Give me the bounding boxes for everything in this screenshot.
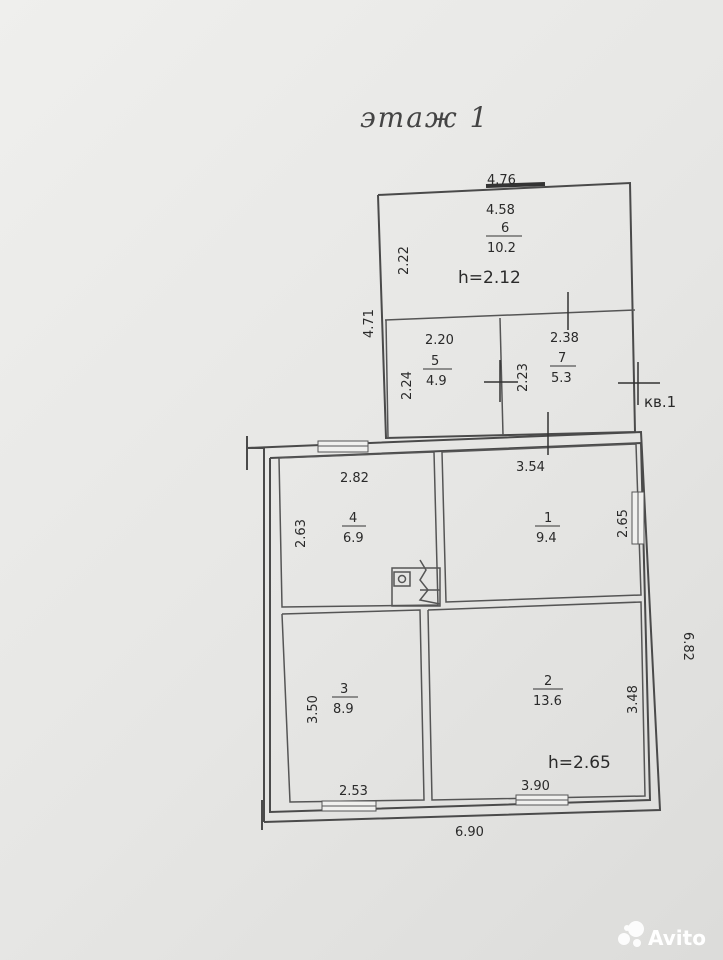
room-3-area: 8.9 [333,702,354,717]
room-2-number: 2 [544,674,552,689]
dim-bottom: 6.90 [455,825,484,840]
room-6-number: 6 [501,221,509,236]
main-house-walls [246,430,662,830]
room-2-depth: 3.48 [626,685,641,714]
room-5: 2.20 5 4.9 2.24 [400,333,454,400]
room-5-width: 2.20 [425,333,454,348]
room-1-number: 1 [544,511,552,526]
windows [317,440,645,812]
dim-top: 4.76 [487,173,516,188]
avito-logo-icon [618,921,644,947]
room-4-number: 4 [349,511,357,526]
room-6-area: 10.2 [487,241,516,256]
room-2-width: 3.90 [521,779,550,794]
room-4-depth: 2.63 [294,519,309,548]
outer-dimensions: 4.76 4.71 6.82 6.90 [362,173,695,840]
room-6-width: 4.58 [486,203,515,218]
room-2-height: h=2.65 [548,753,611,773]
floor-title: этаж 1 [360,101,489,134]
room-1: 3.54 1 9.4 2.65 [516,460,631,546]
staircase [391,559,441,607]
room-5-area: 4.9 [426,374,447,389]
room-5-number: 5 [431,354,439,369]
room-6: 4.58 6 10.2 h=2.12 2.22 [397,203,522,288]
room-1-depth: 2.65 [616,509,631,538]
room-2: 2 13.6 3.48 h=2.65 3.90 [521,674,641,794]
room-5-depth: 2.24 [400,371,415,400]
room-6-height: h=2.12 [458,268,521,288]
room-3-depth: 3.50 [306,695,321,724]
room-3-width: 2.53 [339,784,368,799]
room-7-depth: 2.23 [516,363,531,392]
room-4-area: 6.9 [343,531,364,546]
watermark-text: Avito [648,926,706,950]
apartment-label: кв.1 [644,393,676,411]
room-3-number: 3 [340,682,348,697]
room-7-number: 7 [558,351,566,366]
dim-left-upper: 4.71 [362,309,377,338]
room-1-area: 9.4 [536,531,557,546]
upper-annex-walls [377,181,637,440]
room-7-area: 5.3 [551,371,572,386]
avito-watermark: Avito [618,921,706,950]
room-6-depth: 2.22 [397,246,412,275]
room-7-width: 2.38 [550,331,579,346]
room-4-width: 2.82 [340,471,369,486]
room-1-width: 3.54 [516,460,545,475]
room-3: 3 8.9 3.50 2.53 [306,682,368,799]
room-7: 2.38 7 5.3 2.23 [516,331,579,392]
room-4: 2.82 4 6.9 2.63 [294,471,369,548]
room-2-area: 13.6 [533,694,562,709]
dim-right: 6.82 [680,632,695,661]
axis-marks [484,292,660,455]
